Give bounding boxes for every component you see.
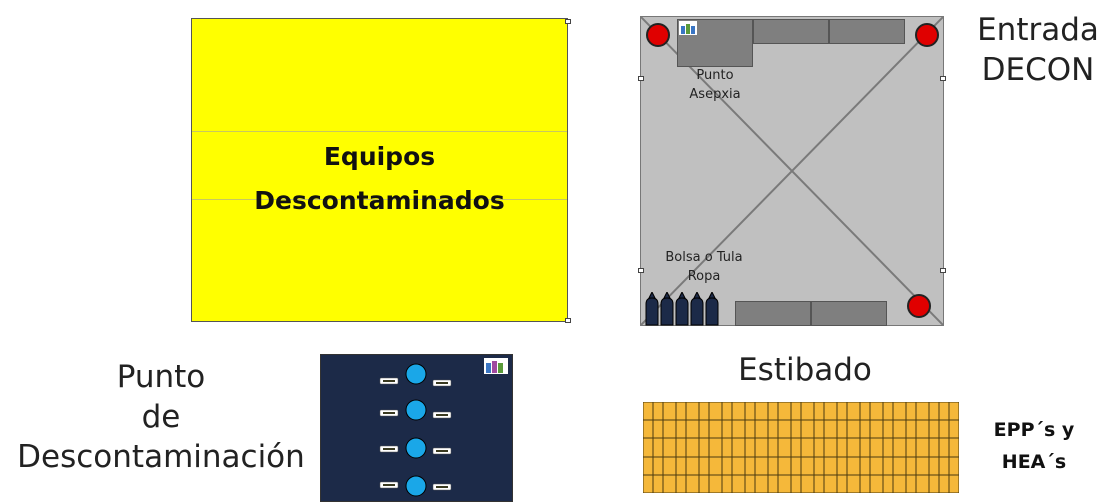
bolsa-label: Bolsa o Tula Ropa (649, 248, 759, 286)
resize-handle[interactable] (940, 268, 946, 273)
hea-line: HEA´s (1001, 451, 1067, 473)
decon-diagonals (640, 16, 944, 326)
entrada-decon-label: Entrada DECON (968, 10, 1108, 90)
punto-asepxia-line2: Asepxia (689, 87, 741, 102)
equipos-label-line1: Equipos (323, 142, 436, 171)
cylinders-icon (645, 292, 719, 326)
descontaminacion-line: Descontaminación (17, 439, 305, 475)
bottom-bench (811, 301, 887, 326)
descontaminacion-area (320, 354, 513, 502)
resize-handle[interactable] (638, 268, 644, 273)
decon-line: DECON (981, 52, 1095, 88)
equipos-label: Equipos Descontaminados (192, 135, 567, 223)
entrada-line: Entrada (977, 12, 1099, 48)
resize-handle[interactable] (638, 76, 644, 81)
equipos-descontaminados-zone: Equipos Descontaminados (191, 18, 568, 322)
resize-handle[interactable] (940, 76, 946, 81)
zone-divider (192, 131, 567, 132)
punto-descontaminacion-label: Punto de Descontaminación (0, 357, 322, 477)
descontaminacion-stations (379, 358, 508, 497)
top-bench (829, 19, 905, 44)
red-marker (907, 294, 931, 318)
supplies-icon (679, 21, 697, 35)
bolsa-line2: Ropa (687, 269, 721, 284)
red-marker (646, 23, 670, 47)
epp-hea-label: EPP´s y HEA´s (964, 414, 1104, 478)
punto-asepxia-label: Punto Asepxia (675, 66, 755, 104)
bottom-bench (735, 301, 811, 326)
estibado-title: Estibado (738, 352, 872, 388)
top-bench (753, 19, 829, 44)
resize-handle[interactable] (565, 318, 571, 323)
decon-area: Punto Asepxia Bolsa o Tula Ropa (640, 16, 944, 326)
bolsa-line1: Bolsa o Tula (665, 250, 743, 265)
pallet-stack (643, 402, 959, 493)
resize-handle[interactable] (565, 19, 571, 24)
punto-line: Punto (116, 359, 206, 395)
de-line: de (141, 399, 181, 435)
epp-line: EPP´s y (993, 419, 1075, 441)
punto-asepxia-line1: Punto (696, 68, 734, 83)
red-marker (915, 23, 939, 47)
zone-divider (192, 199, 567, 200)
equipos-label-line2: Descontaminados (254, 186, 505, 215)
